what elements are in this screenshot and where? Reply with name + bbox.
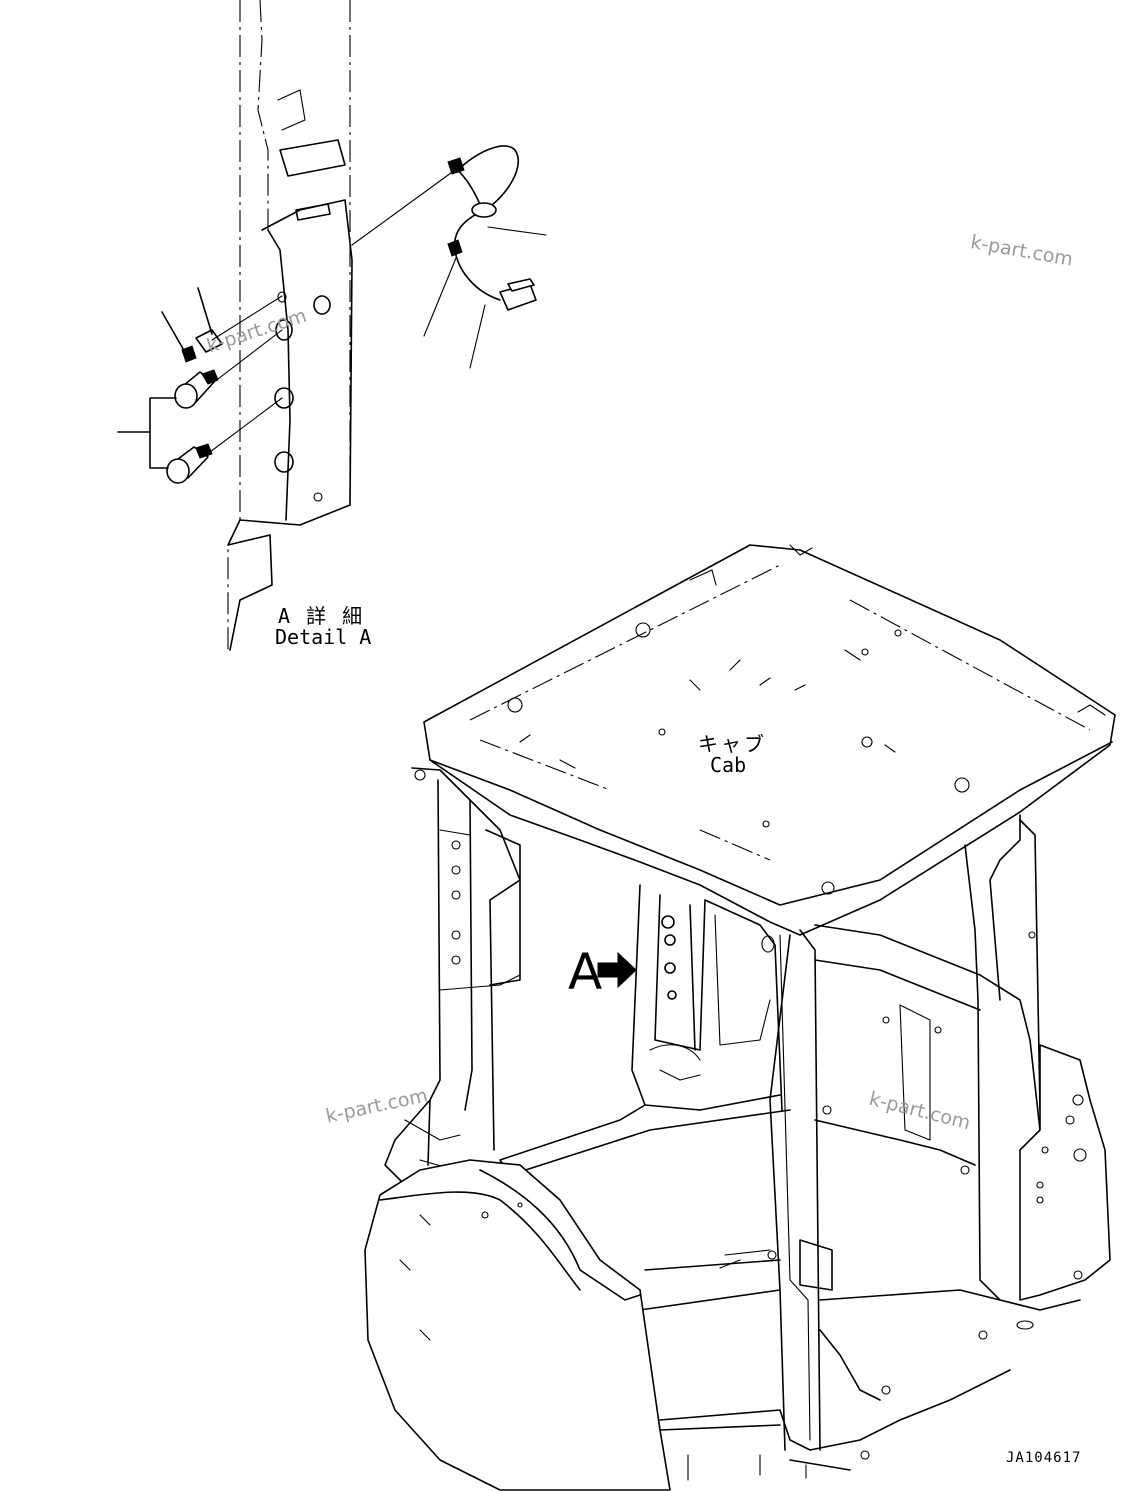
detail-a-label-en: Detail A (275, 625, 372, 649)
plug-upper (174, 369, 219, 409)
view-marker-a: A (568, 943, 603, 1001)
plug-lower (166, 443, 213, 484)
detail-a-label-jp: A 詳 細 (278, 604, 365, 628)
view-arrow-icon (597, 951, 637, 989)
wire-harness (447, 145, 537, 311)
drawing-number: JA104617 (1006, 1450, 1082, 1466)
clip-part (181, 329, 223, 363)
cab-roof (423, 544, 1116, 936)
cab-label-en: Cab (710, 753, 747, 777)
detail-a-pillar (227, 0, 353, 651)
cab-frame (364, 767, 1111, 1491)
cab-label-jp: キャブ (698, 732, 767, 756)
